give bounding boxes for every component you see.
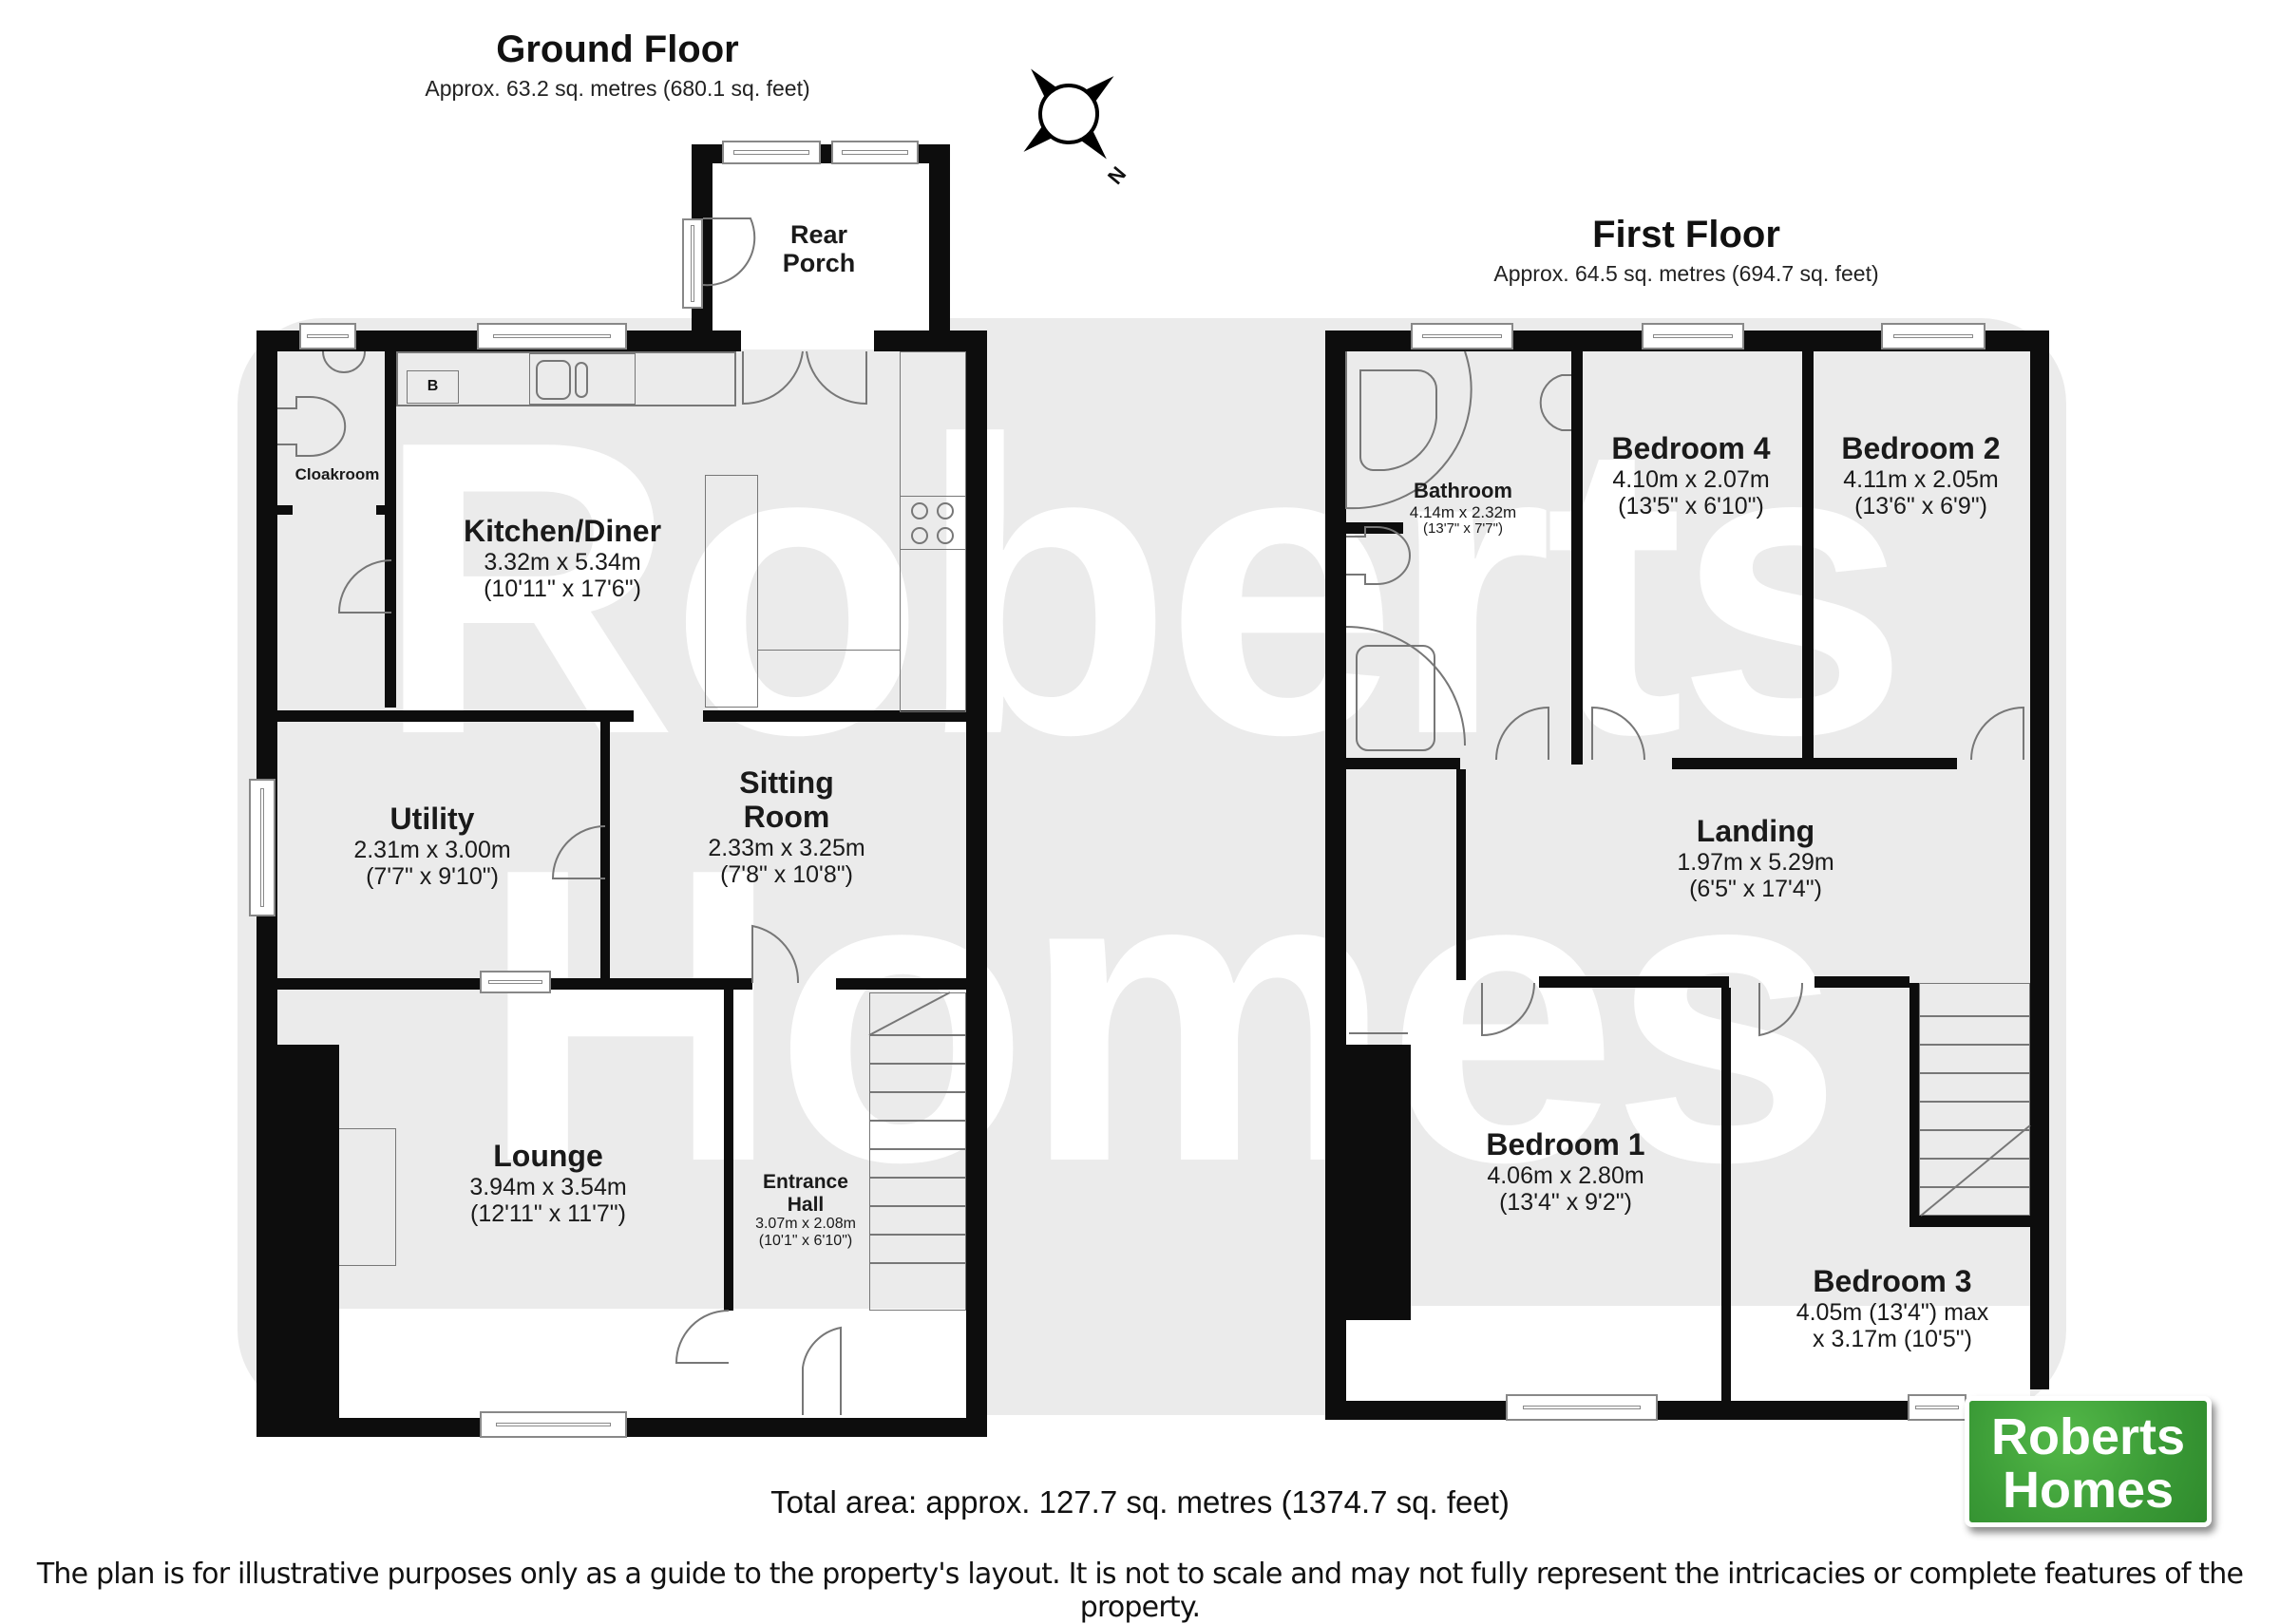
room-label-sitting-room: Sitting Room 2.33m x 3.25m (7'8" x 10'8"… — [708, 765, 865, 888]
watermark-homes: Homes — [480, 783, 1843, 1249]
wall — [1910, 983, 1919, 1220]
wall — [1672, 758, 1957, 769]
hob — [900, 496, 966, 550]
window — [1881, 323, 1986, 349]
ground-floor-area: Approx. 63.2 sq. metres (680.1 sq. feet) — [425, 76, 810, 101]
wall — [1346, 758, 1460, 769]
wall — [277, 505, 293, 515]
wall — [1539, 976, 1729, 988]
window — [480, 971, 551, 993]
window — [480, 1411, 627, 1438]
ground-floor-title: Ground Floor — [496, 28, 739, 70]
window — [1642, 323, 1744, 349]
room-label-bathroom: Bathroom 4.14m x 2.32m (13'7" x 7'7") — [1409, 479, 1517, 537]
room-label-lounge: Lounge 3.94m x 3.54m (12'11" x 11'7") — [469, 1139, 627, 1227]
wall — [385, 351, 396, 708]
wall — [1814, 976, 1910, 988]
window — [249, 779, 276, 916]
wall — [966, 330, 987, 1437]
staircase — [1919, 983, 2030, 1216]
watermark-background — [238, 318, 2066, 1415]
wall — [1721, 988, 1731, 1406]
room-label-bedroom-4: Bedroom 4 4.10m x 2.07m (13'5" x 6'10") — [1611, 431, 1771, 519]
chimney-breast — [1346, 1045, 1411, 1320]
wall — [600, 722, 610, 978]
wall — [1802, 351, 1814, 765]
roberts-homes-logo: Roberts Homes — [1965, 1396, 2212, 1527]
watermark-roberts: Roberts — [375, 355, 1909, 821]
room-label-rear-porch: Rear Porch — [782, 220, 856, 278]
wall — [929, 144, 950, 351]
window — [1506, 1394, 1658, 1421]
wall — [1571, 351, 1583, 765]
door-frame — [682, 218, 703, 309]
room-label-bedroom-3: Bedroom 3 4.05m (13'4") max x 3.17m (10'… — [1796, 1264, 1989, 1352]
wall — [376, 505, 391, 515]
window — [477, 323, 627, 349]
wall — [836, 978, 966, 990]
boiler-label: B — [427, 378, 439, 394]
window — [1908, 1394, 1966, 1421]
window — [1411, 323, 1513, 349]
wall — [1910, 1216, 2030, 1227]
room-label-kitchen-diner: Kitchen/Diner 3.32m x 5.34m (10'11" x 17… — [463, 514, 662, 602]
wall — [724, 988, 733, 1311]
compass-rose-icon: N — [1007, 47, 1159, 209]
room-label-bedroom-2: Bedroom 2 4.11m x 2.05m (13'6" x 6'9") — [1841, 431, 2001, 519]
room-label-bedroom-1: Bedroom 1 4.06m x 2.80m (13'4" x 9'2") — [1486, 1127, 1645, 1216]
total-area: Total area: approx. 127.7 sq. metres (13… — [770, 1484, 1510, 1520]
disclaimer: The plan is for illustrative purposes on… — [36, 1558, 2244, 1624]
wall — [703, 710, 966, 722]
kitchen-counter — [396, 351, 736, 406]
wall — [2030, 330, 2049, 1389]
wall — [277, 710, 634, 722]
wall — [1456, 769, 1466, 980]
room-label-cloakroom: Cloakroom — [294, 465, 380, 483]
kitchen-island — [705, 475, 758, 708]
bedroom-lower-floor — [1346, 1306, 2030, 1401]
kitchen-island-return — [758, 475, 901, 651]
window — [299, 323, 356, 349]
staircase — [869, 992, 966, 1311]
wall — [1325, 330, 1346, 1418]
kitchen-sink — [529, 353, 636, 405]
window — [722, 141, 821, 164]
fireplace-hearth — [339, 1128, 396, 1266]
lounge-lower-floor — [277, 1309, 966, 1421]
chimney-breast — [277, 1325, 301, 1418]
boiler: B — [407, 370, 459, 404]
room-label-landing: Landing 1.97m x 5.29m (6'5" x 17'4") — [1677, 814, 1834, 902]
first-floor-area: Approx. 64.5 sq. metres (694.7 sq. feet) — [1493, 261, 1879, 286]
window — [831, 141, 919, 164]
room-label-entrance-hall: Entrance Hall 3.07m x 2.08m (10'1" x 6'1… — [755, 1171, 856, 1249]
first-floor-title: First Floor — [1592, 214, 1780, 255]
room-label-utility: Utility 2.31m x 3.00m (7'7" x 9'10") — [353, 802, 511, 890]
rear-porch-floor — [711, 161, 931, 349]
